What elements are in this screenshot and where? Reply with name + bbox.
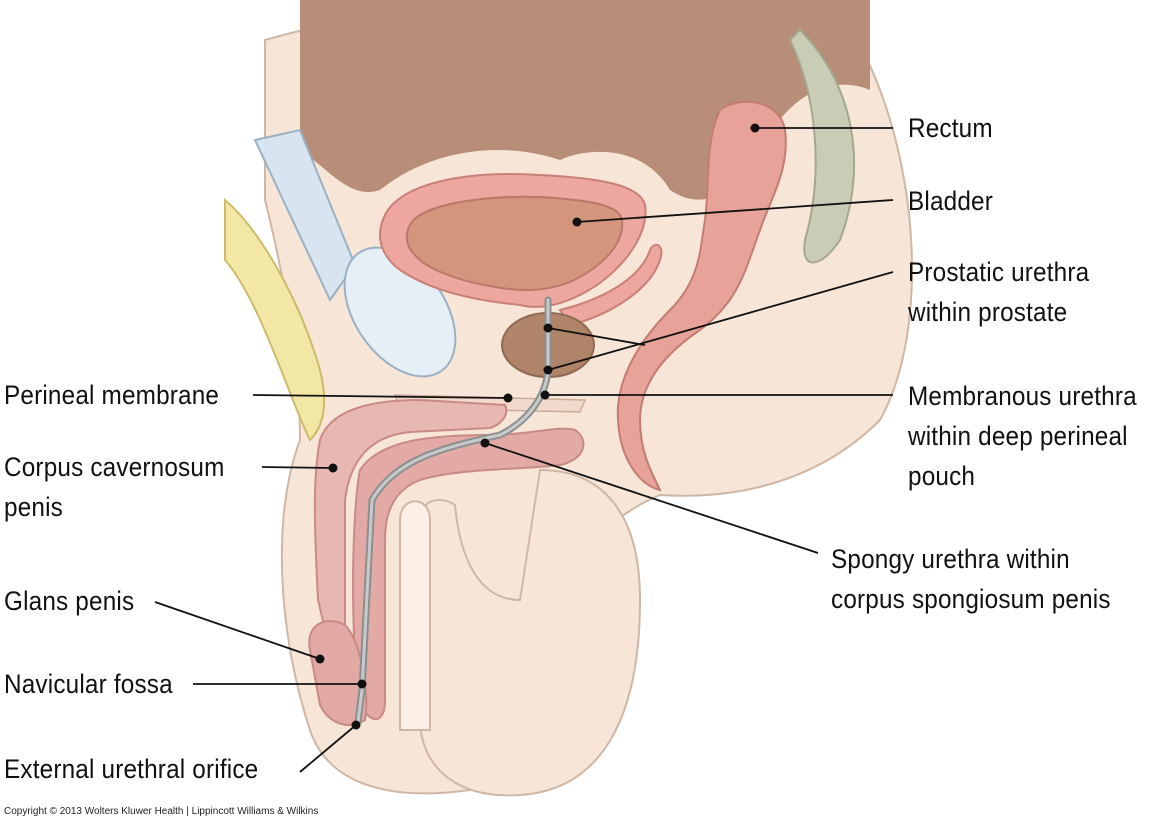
label-spongy-urethra-line1: Spongy urethra within xyxy=(831,544,1070,574)
bladder-lumen xyxy=(405,195,624,292)
label-perineal-membrane: Perineal membrane xyxy=(4,375,219,415)
label-spongy-urethra: Spongy urethra within corpus spongiosum … xyxy=(831,539,1111,619)
label-glans-penis: Glans penis xyxy=(4,581,134,621)
label-perineal-membrane-text: Perineal membrane xyxy=(4,380,220,410)
label-corpus-cavernosum: Corpus cavernosum penis xyxy=(4,447,225,527)
label-external-urethral-orifice-text: External urethral orifice xyxy=(4,754,259,784)
label-bladder-text: Bladder xyxy=(908,186,994,216)
scrotum xyxy=(419,468,642,797)
label-glans-penis-text: Glans penis xyxy=(4,586,135,616)
dot-prostatic-urethra-lower xyxy=(543,365,553,375)
label-prostatic-urethra: Prostatic urethra within prostate xyxy=(908,252,1089,332)
label-navicular-fossa-text: Navicular fossa xyxy=(4,669,173,699)
dot-prostatic-urethra-upper xyxy=(543,323,553,333)
label-spongy-urethra-line2: corpus spongiosum penis xyxy=(831,584,1111,614)
dot-rectum xyxy=(750,123,760,133)
dot-glans-penis xyxy=(315,654,325,664)
dot-external-urethral-orifice xyxy=(351,720,361,730)
label-corpus-cavernosum-line2: penis xyxy=(4,492,63,522)
label-bladder: Bladder xyxy=(908,181,993,221)
dot-navicular-fossa xyxy=(357,679,367,689)
label-membranous-urethra-line3: pouch xyxy=(908,461,976,491)
dot-perineal-membrane xyxy=(503,393,513,403)
seminal-vesicle xyxy=(558,243,663,327)
label-membranous-urethra-line2: within deep perineal xyxy=(908,421,1128,451)
rectum xyxy=(616,100,787,492)
label-navicular-fossa: Navicular fossa xyxy=(4,664,173,704)
label-corpus-cavernosum-line1: Corpus cavernosum xyxy=(4,452,225,482)
leader-lines xyxy=(154,127,894,773)
dot-corpus-cavernosum xyxy=(328,463,338,473)
dot-membranous-urethra xyxy=(540,390,550,400)
label-external-urethral-orifice: External urethral orifice xyxy=(4,749,258,789)
testis-loop xyxy=(399,500,431,731)
abdominal-wall-fat xyxy=(224,197,326,442)
label-prostatic-urethra-line2: within prostate xyxy=(908,297,1068,327)
label-prostatic-urethra-line1: Prostatic urethra xyxy=(908,257,1090,287)
label-membranous-urethra-line1: Membranous urethra xyxy=(908,381,1137,411)
dot-bladder xyxy=(572,217,582,227)
copyright-text: Copyright © 2013 Wolters Kluwer Health |… xyxy=(4,806,319,817)
dot-spongy-urethra xyxy=(480,438,490,448)
label-rectum-text: Rectum xyxy=(908,113,993,143)
label-membranous-urethra: Membranous urethra within deep perineal … xyxy=(908,376,1137,496)
label-rectum: Rectum xyxy=(908,108,993,148)
marker-dots xyxy=(315,123,760,730)
